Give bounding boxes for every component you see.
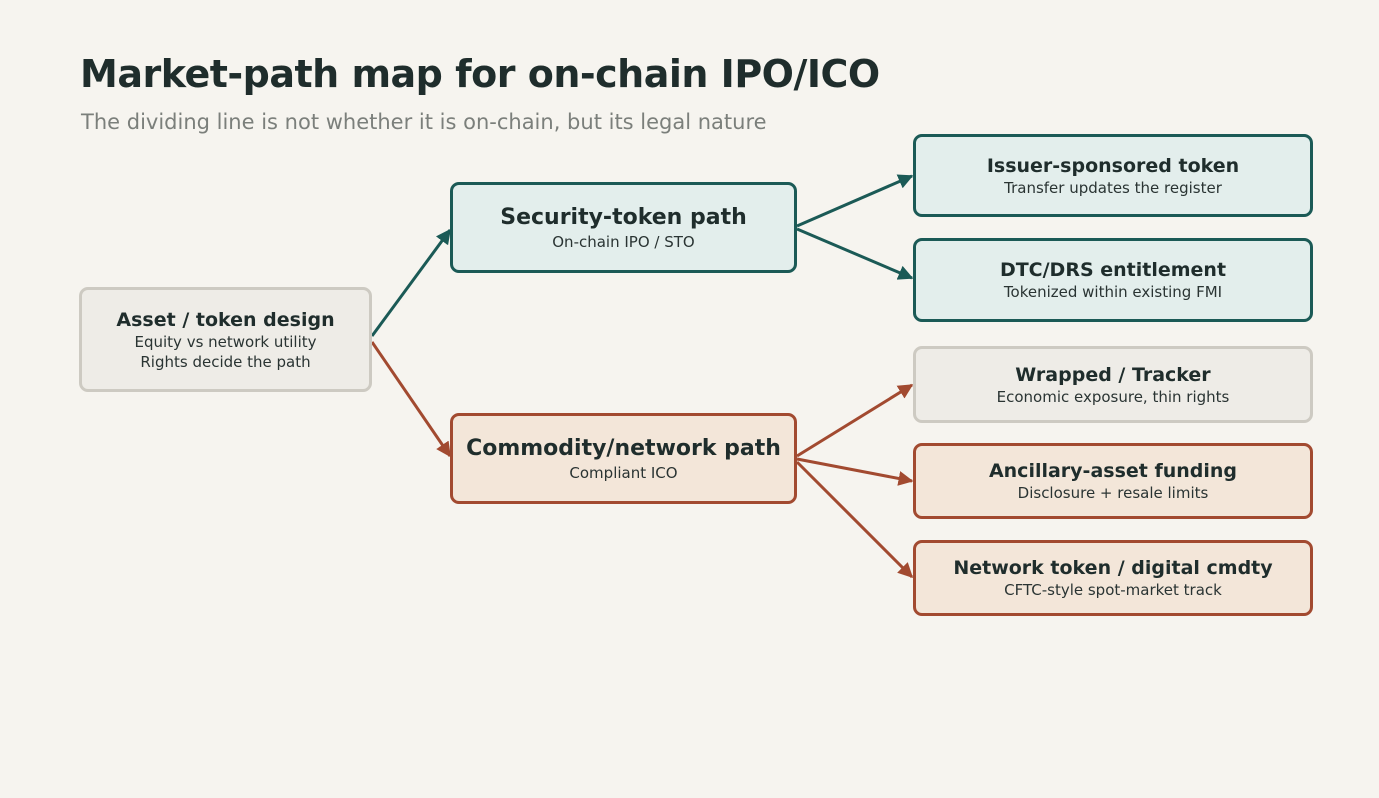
node-ancillary-asset-funding: Ancillary-asset funding Disclosure + res… [913, 443, 1313, 519]
arrow-security-to-dtc-drs [796, 227, 914, 280]
node-subtitle: Compliant ICO [569, 463, 678, 482]
node-title: Ancillary-asset funding [988, 460, 1238, 482]
arrow-root-to-commodity [370, 341, 452, 458]
node-subtitle: Tokenized within existing FMI [1003, 283, 1223, 301]
node-dtc-drs-entitlement: DTC/DRS entitlement Tokenized within exi… [913, 238, 1313, 322]
arrow-security-to-issuer-token [796, 174, 914, 228]
arrow-commodity-to-network-token [795, 460, 914, 579]
node-subtitle: CFTC-style spot-market track [1004, 581, 1222, 599]
node-asset-token-design: Asset / token design Equity vs network u… [79, 287, 372, 392]
node-subtitle: Disclosure + resale limits [1017, 484, 1209, 502]
node-subtitle: Economic exposure, thin rights [996, 387, 1230, 406]
diagram-subtitle: The dividing line is not whether it is o… [81, 110, 767, 134]
node-security-token-path: Security-token path On-chain IPO / STO [450, 182, 797, 273]
arrow-commodity-to-ancillary [796, 457, 914, 486]
node-title: Security-token path [500, 204, 747, 230]
node-subtitle: Transfer updates the register [1004, 178, 1222, 197]
arrow-root-to-security [370, 228, 452, 337]
node-subtitle: Equity vs network utility [134, 332, 317, 351]
node-title: Asset / token design [116, 308, 335, 331]
node-title: Issuer-sponsored token [986, 154, 1240, 177]
node-title: DTC/DRS entitlement [999, 259, 1227, 281]
node-title: Commodity/network path [466, 435, 781, 461]
node-network-token-digital-cmdty: Network token / digital cmdty CFTC-style… [913, 540, 1313, 616]
node-issuer-sponsored-token: Issuer-sponsored token Transfer updates … [913, 134, 1313, 217]
node-title: Wrapped / Tracker [1015, 363, 1211, 386]
node-subtitle: On-chain IPO / STO [552, 232, 695, 251]
diagram-title: Market-path map for on-chain IPO/ICO [80, 52, 880, 96]
arrow-commodity-to-wrapped [796, 383, 914, 458]
node-subtitle: Rights decide the path [140, 352, 311, 371]
node-title: Network token / digital cmdty [953, 557, 1273, 579]
node-commodity-network-path: Commodity/network path Compliant ICO [450, 413, 797, 504]
node-wrapped-tracker: Wrapped / Tracker Economic exposure, thi… [913, 346, 1313, 423]
